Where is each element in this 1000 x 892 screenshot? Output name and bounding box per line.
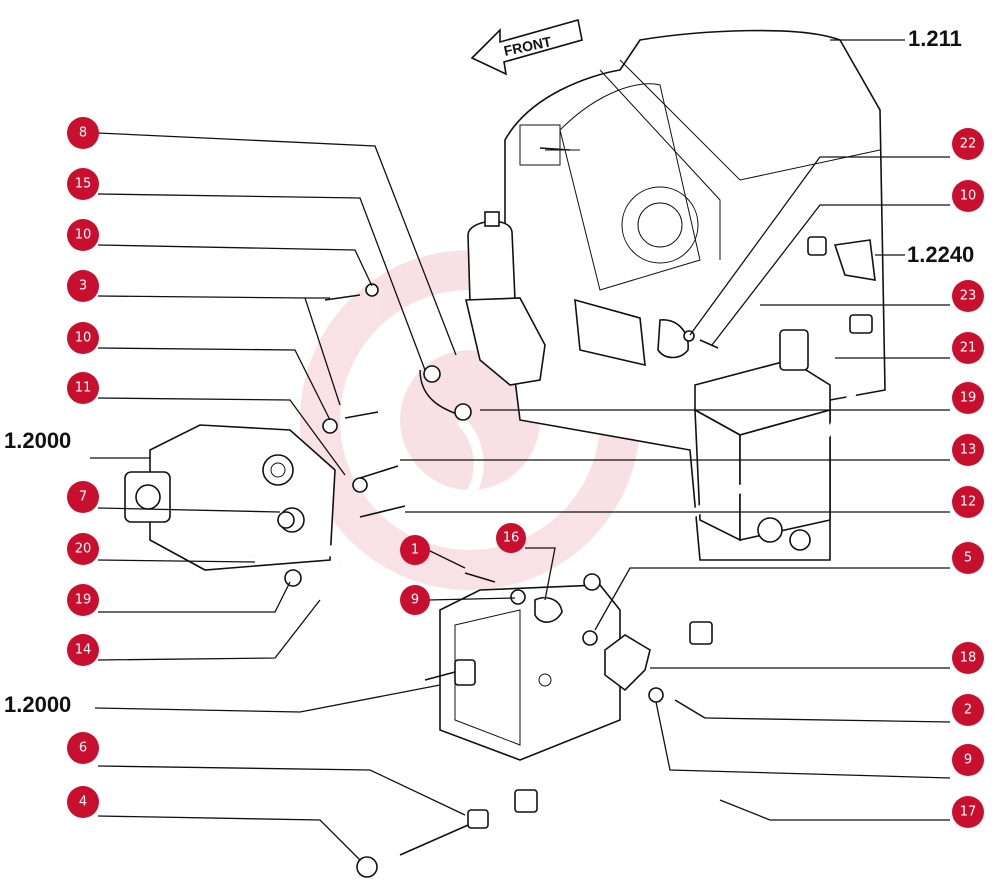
callout-9: 9 xyxy=(400,585,430,615)
svg-text:8: 8 xyxy=(79,126,87,141)
callout-17: 17 xyxy=(952,796,984,828)
callout-6: 6 xyxy=(67,732,99,764)
callout-8: 8 xyxy=(67,117,99,149)
callout-16: 16 xyxy=(496,523,526,553)
svg-text:5: 5 xyxy=(964,551,972,566)
svg-text:11: 11 xyxy=(75,381,92,396)
callout-23: 23 xyxy=(952,280,984,312)
svg-text:15: 15 xyxy=(75,177,92,192)
callout-10: 10 xyxy=(67,219,99,251)
callout-12: 12 xyxy=(952,486,984,518)
callout-20: 20 xyxy=(67,533,99,565)
svg-text:4: 4 xyxy=(79,795,87,810)
svg-text:10: 10 xyxy=(960,189,977,204)
svg-text:9: 9 xyxy=(411,593,419,608)
bracket-plate xyxy=(574,298,689,367)
callout-18: 18 xyxy=(952,642,984,674)
ref-label-1211: 1.211 xyxy=(908,26,962,51)
callout-7: 7 xyxy=(67,481,99,513)
svg-text:19: 19 xyxy=(960,391,977,406)
leader-lines xyxy=(90,39,951,861)
fuel-hoses xyxy=(248,329,866,808)
front-arrow: FRONT xyxy=(470,18,583,76)
svg-text:7: 7 xyxy=(79,490,87,505)
callout-5: 5 xyxy=(952,542,984,574)
ref-label-12000-upper: 1.2000 xyxy=(4,428,71,453)
callout-2: 2 xyxy=(952,694,984,726)
svg-text:19: 19 xyxy=(75,593,92,608)
svg-text:12: 12 xyxy=(960,495,977,510)
svg-text:9: 9 xyxy=(964,753,972,768)
svg-text:1: 1 xyxy=(411,543,419,558)
svg-text:2: 2 xyxy=(964,703,972,718)
callout-21: 21 xyxy=(952,332,984,364)
svg-text:13: 13 xyxy=(960,443,977,458)
fittings xyxy=(277,147,876,878)
callout-19: 19 xyxy=(952,382,984,414)
fuel-filter xyxy=(465,211,546,386)
svg-text:23: 23 xyxy=(960,289,977,304)
ref-label-12240: 1.2240 xyxy=(907,242,974,267)
svg-text:16: 16 xyxy=(503,531,520,546)
callout-14: 14 xyxy=(67,634,99,666)
svg-text:6: 6 xyxy=(79,741,87,756)
svg-text:17: 17 xyxy=(960,805,977,820)
svg-text:20: 20 xyxy=(75,542,92,557)
callout-11: 11 xyxy=(67,372,99,404)
callout-10: 10 xyxy=(67,322,99,354)
callout-4: 4 xyxy=(67,786,99,818)
svg-text:10: 10 xyxy=(75,331,92,346)
callout-22: 22 xyxy=(952,128,984,160)
callout-9: 9 xyxy=(952,744,984,776)
svg-text:18: 18 xyxy=(960,651,977,666)
callout-13: 13 xyxy=(952,434,984,466)
svg-text:21: 21 xyxy=(960,341,977,356)
callout-10: 10 xyxy=(952,180,984,212)
svg-text:3: 3 xyxy=(79,279,87,294)
callout-1: 1 xyxy=(400,535,430,565)
callout-3: 3 xyxy=(67,270,99,302)
transfer-pump-lower xyxy=(424,584,621,761)
ref-label-12000-lower: 1.2000 xyxy=(4,692,71,717)
callout-15: 15 xyxy=(67,168,99,200)
svg-text:10: 10 xyxy=(75,228,92,243)
svg-text:22: 22 xyxy=(960,137,977,152)
callout-19: 19 xyxy=(67,584,99,616)
svg-text:14: 14 xyxy=(75,643,92,658)
